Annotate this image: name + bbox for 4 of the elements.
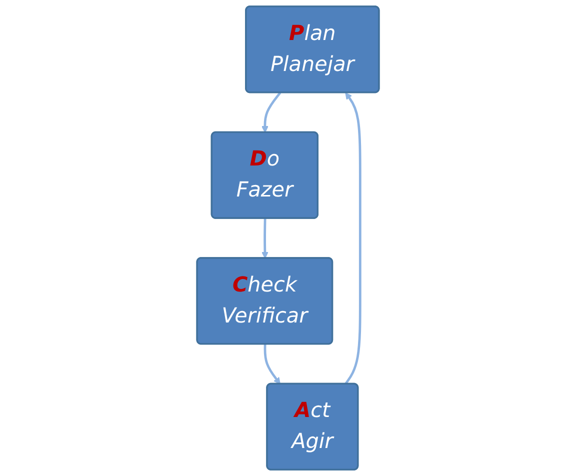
arrow	[261, 92, 282, 133]
arrow	[264, 344, 280, 384]
arrow	[261, 218, 268, 259]
arrow	[344, 92, 362, 385]
